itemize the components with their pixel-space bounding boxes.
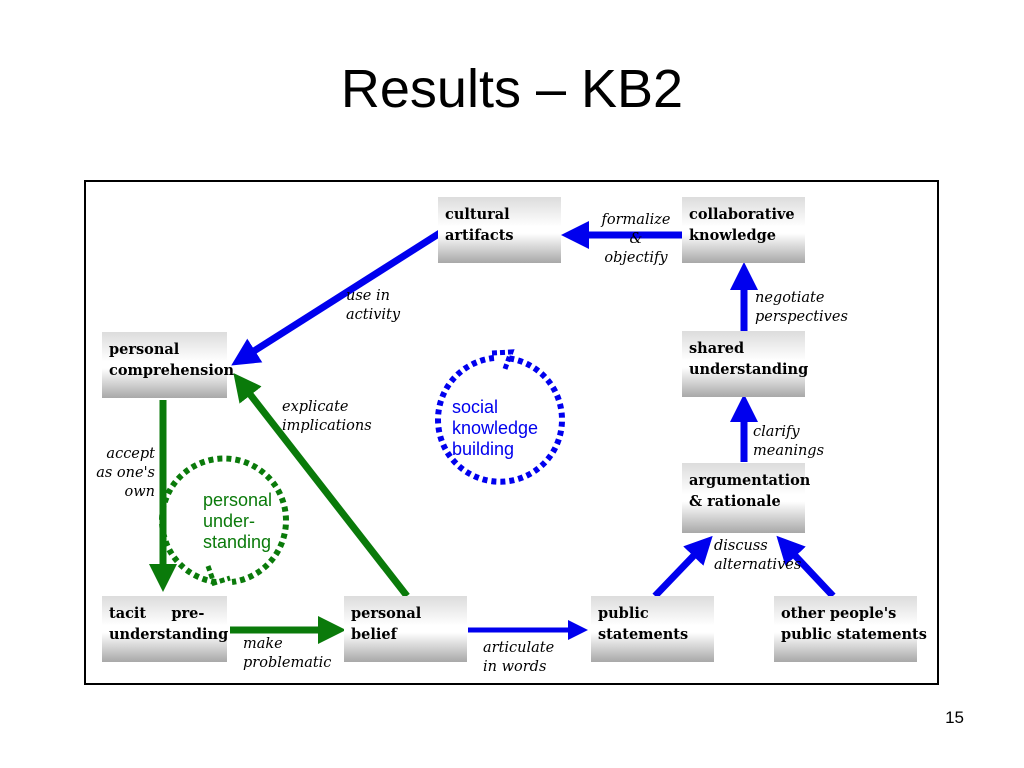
personal-cycle-head [205, 565, 231, 587]
node-argumentation-rationale: argumentation & rationale [682, 463, 810, 533]
arrow-other-to-arg [776, 535, 836, 599]
personal-cycle-ring [159, 455, 289, 585]
social-cycle-ring [435, 355, 565, 485]
personal-cycle-label: personal under- standing [203, 490, 273, 552]
slide-title: Results – KB2 [340, 59, 684, 119]
arrow-public-to-arg [652, 535, 713, 599]
social-cycle-head [491, 349, 515, 370]
node-cultural-artifacts: cultural artifacts [438, 197, 561, 263]
label-use-in-activity: use in activity [346, 288, 401, 323]
label-discuss-alternatives: discuss alternatives [714, 538, 802, 573]
label-formalize-objectify: formalize & objectify [601, 212, 671, 266]
label-articulate-in-words: articulate in words [483, 640, 555, 675]
node-personal-belief: personal belief [344, 596, 467, 662]
social-cycle-label: social knowledge building [452, 397, 539, 459]
page-number: 15 [945, 708, 964, 727]
label-accept-as-own: accept as one's own [96, 446, 155, 500]
label-explicate-implications: explicate implications [282, 399, 372, 434]
node-shared-understanding: shared understanding [682, 331, 808, 397]
node-tacit-preunderstanding: tacit pre- understanding [102, 596, 228, 662]
node-collaborative-knowledge: collaborative knowledge [682, 197, 805, 263]
node-other-public-statements: other people's public statements [774, 596, 927, 662]
label-negotiate-perspectives: negotiate perspectives [755, 290, 848, 325]
node-personal-comprehension: personal comprehension [102, 332, 234, 398]
label-make-problematic: make problematic [243, 636, 332, 671]
node-public-statements: public statements [591, 596, 714, 662]
arrow-belief-to-comp [233, 372, 410, 599]
label-clarify-meanings: clarify meanings [753, 424, 825, 459]
arrow-cultural-to-personal-comp [231, 230, 442, 366]
diagram-frame [84, 180, 939, 685]
